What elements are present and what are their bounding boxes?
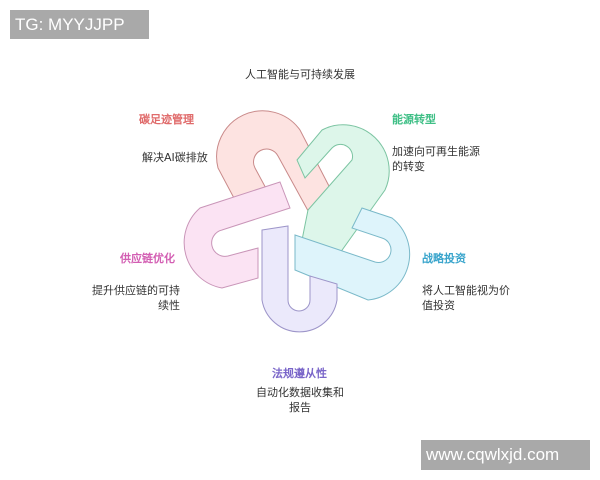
node-desc-energy: 加速向可再生能源 的转变 [392,144,480,174]
node-desc-supply-line1: 提升供应链的可持 [92,284,180,297]
node-desc-compliance: 自动化数据收集和 报告 [250,385,350,415]
loop-compliance [261,225,338,333]
node-desc-invest-line2: 值投资 [422,299,455,312]
loop-energy [296,124,390,261]
watermark-bottom: www.cqwlxjd.com [421,440,590,470]
loop-supply [183,181,291,289]
node-desc-energy-line1: 加速向可再生能源 [392,145,480,158]
watermark-top: TG: MYYJJPP [10,10,149,39]
node-desc-compliance-line2: 报告 [289,401,311,414]
node-desc-invest-line1: 将人工智能视为价 [422,284,510,297]
node-label-carbon: 碳足迹管理 [139,113,194,126]
node-label-compliance: 法规遵从性 [272,367,327,380]
node-label-invest: 战略投资 [422,252,466,265]
node-desc-invest: 将人工智能视为价 值投资 [422,283,510,313]
loop-carbon [216,110,331,220]
node-desc-carbon: 解决AI碳排放 [142,151,208,164]
node-desc-supply-line2: 续性 [158,299,180,312]
node-label-supply: 供应链优化 [120,252,175,265]
node-desc-energy-line2: 的转变 [392,160,425,173]
node-desc-compliance-line1: 自动化数据收集和 [256,386,344,399]
node-desc-supply: 提升供应链的可持 续性 [88,283,180,313]
diagram-title: 人工智能与可持续发展 [245,68,355,81]
loop-invest [294,207,411,301]
node-label-energy: 能源转型 [392,113,436,126]
